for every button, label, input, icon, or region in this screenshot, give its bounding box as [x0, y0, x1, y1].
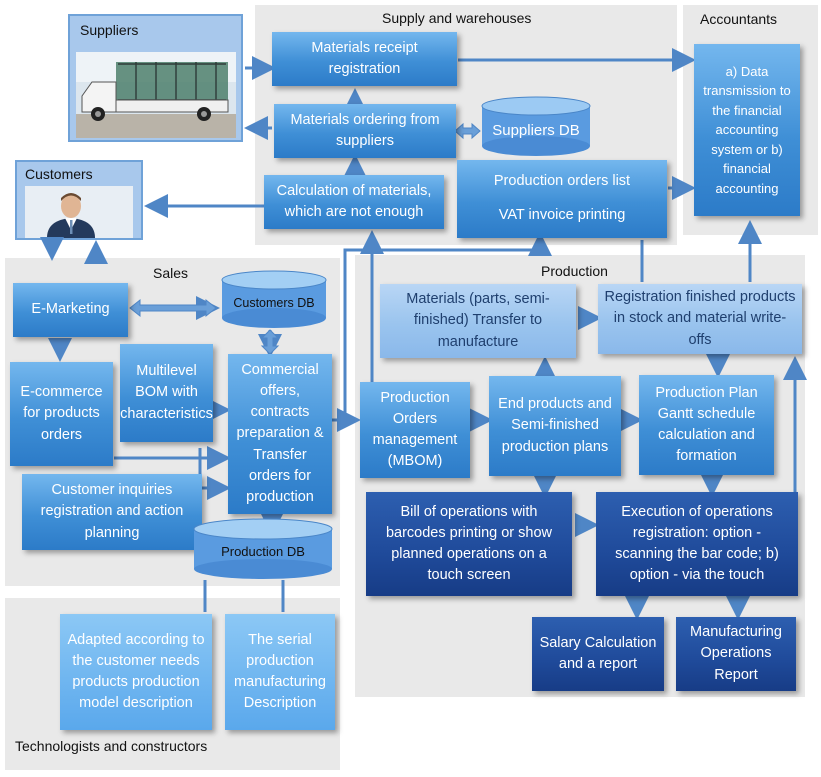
- db-suppliers: Suppliers DB: [480, 96, 592, 158]
- db-production-shape: [193, 518, 333, 579]
- box-serial-production: The serial production manufacturing Desc…: [225, 614, 335, 730]
- vat-invoice-label: VAT invoice printing: [498, 207, 626, 223]
- db-suppliers-shape: [481, 96, 591, 156]
- box-execution-ops: Execution of operations registration: op…: [596, 492, 798, 596]
- box-materials-ordering: Materials ordering from suppliers: [274, 104, 456, 158]
- box-registration-finished: Registration finished products in stock …: [598, 284, 802, 354]
- db-customers-label: Customers DB: [233, 296, 315, 310]
- db-customers-shape: [221, 270, 327, 328]
- db-suppliers-label: Suppliers DB: [492, 122, 580, 139]
- box-accounting: a) Data transmission to the financial ac…: [694, 44, 800, 216]
- prod-orders-list-label: Production orders list: [493, 173, 631, 190]
- db-production-label: Production DB: [221, 544, 305, 559]
- box-mfg-report: Manufacturing Operations Report: [676, 617, 796, 691]
- region-label-technologists: Technologists and constructors: [15, 738, 208, 754]
- db-production: Production DB: [192, 518, 334, 580]
- customer-person-image: [25, 186, 133, 238]
- region-label-accountants: Accountants: [700, 11, 778, 27]
- box-commercial-offers: Commercial offers, contracts preparation…: [228, 354, 332, 514]
- customers-title: Customers: [25, 166, 93, 182]
- box-prod-orders-list: Production orders list VAT invoice print…: [457, 160, 667, 238]
- box-adapted-model: Adapted according to the customer needs …: [60, 614, 212, 730]
- truck-image: [76, 52, 236, 138]
- box-prod-plan-gantt: Production Plan Gantt schedule calculati…: [639, 375, 774, 475]
- box-prod-orders-mgmt: Production Orders management (MBOM): [360, 382, 470, 478]
- box-end-products: End products and Semi-finished productio…: [489, 376, 621, 476]
- box-e-marketing: E-Marketing: [13, 283, 128, 337]
- box-calc-materials: Calculation of materials, which are not …: [264, 175, 444, 229]
- box-multilevel-bom: Multilevel BOM with characteristics: [120, 344, 213, 442]
- db-customers: Customers DB: [220, 270, 328, 330]
- box-salary: Salary Calculation and a report: [532, 617, 664, 691]
- box-customer-inquiries: Customer inquiries registration and acti…: [22, 474, 202, 550]
- suppliers-title: Suppliers: [80, 22, 139, 38]
- box-materials-transfer: Materials (parts, semi-finished) Transfe…: [380, 284, 576, 358]
- box-materials-receipt: Materials receipt registration: [272, 32, 457, 86]
- suppliers-panel: Suppliers: [68, 14, 243, 142]
- customers-panel: Customers: [15, 160, 143, 240]
- box-e-commerce: E-commerce for products orders: [10, 362, 113, 466]
- region-label-supply: Supply and warehouses: [382, 10, 532, 26]
- box-bill-of-operations: Bill of operations with barcodes printin…: [366, 492, 572, 596]
- region-label-sales: Sales: [153, 265, 189, 281]
- region-label-production: Production: [541, 263, 608, 279]
